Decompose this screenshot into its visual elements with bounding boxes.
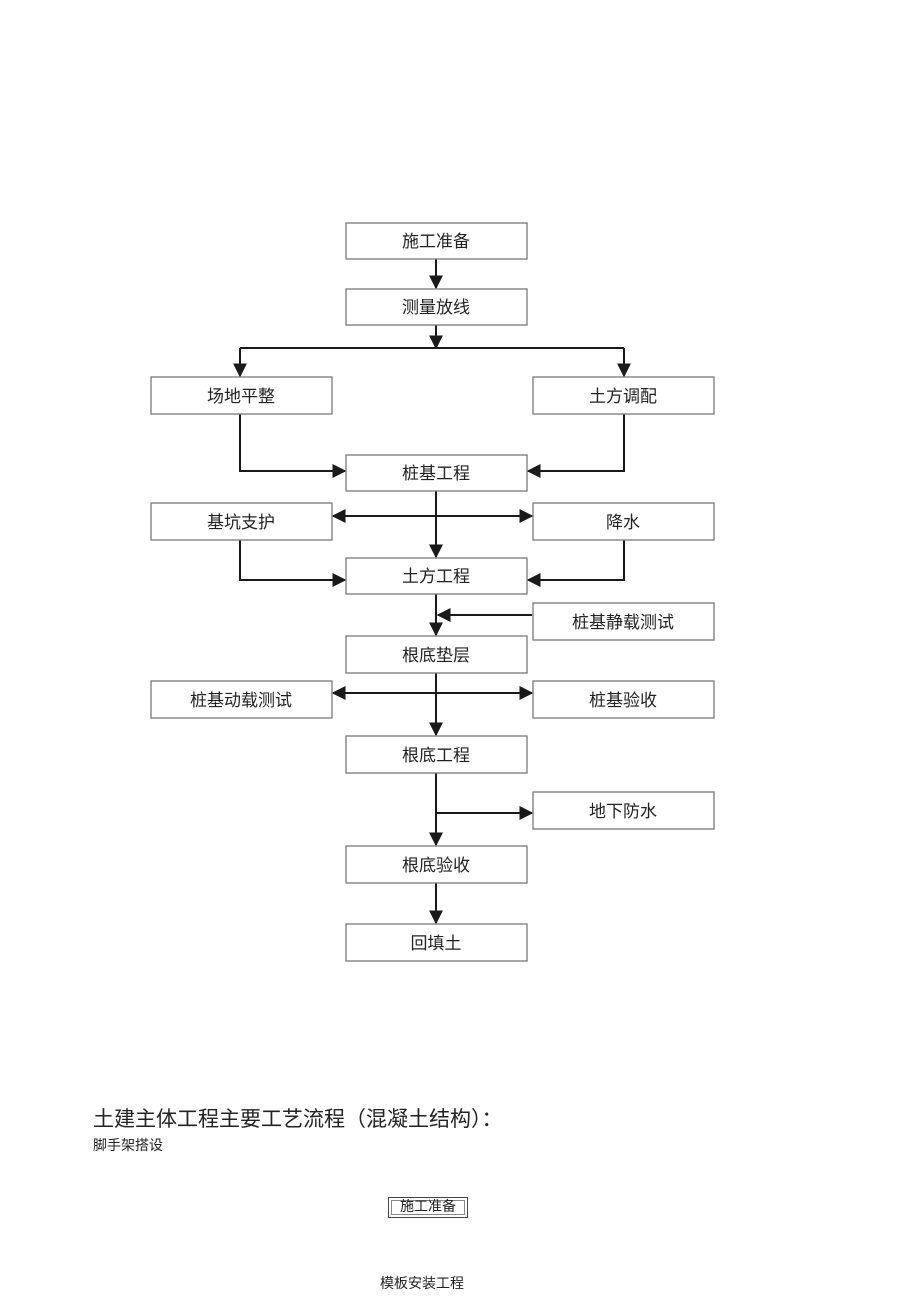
node-foundation-acceptance: 根底验收	[345, 845, 528, 884]
section-subheading: 脚手架搭设	[93, 1138, 163, 1154]
section-heading: 土建主体工程主要工艺流程（混凝土结构）：	[93, 1107, 503, 1131]
node-pile-works: 桩基工程	[345, 454, 528, 492]
node-backfill: 回填土	[345, 923, 528, 962]
node-foundation-works: 根底工程	[345, 735, 528, 774]
small-flow-node-inner-border	[391, 1200, 465, 1215]
node-site-leveling: 场地平整	[150, 376, 333, 415]
node-survey: 测量放线	[345, 288, 528, 326]
arrow-dewatering-to-earthworks	[526, 540, 625, 587]
node-foundation-acceptance-label: 根底验收	[402, 856, 470, 876]
node-prep: 施工准备	[345, 222, 528, 260]
small-flow-node-prep: 施工准备	[388, 1197, 468, 1218]
node-dewatering: 降水	[532, 502, 715, 541]
node-pile-static-test-label: 桩基静载测试	[572, 613, 674, 633]
node-underground-waterproof-label: 地下防水	[589, 802, 657, 822]
node-earth-allocation: 土方调配	[532, 376, 715, 415]
node-site-leveling-label: 场地平整	[207, 387, 275, 407]
connectors	[233, 259, 631, 925]
construction-flowchart: 施工准备 测量放线 场地平整 土方调配 桩基工程 基坑支护 降水 土方工程 桩基…	[150, 222, 715, 962]
node-dewatering-label: 降水	[606, 513, 640, 533]
node-earthworks: 土方工程	[345, 557, 528, 595]
bottom-step-label: 模板安装工程	[380, 1276, 464, 1292]
arrow-site-leveling-to-pile-works	[239, 414, 347, 478]
node-foundation-works-label: 根底工程	[402, 746, 470, 766]
arrow-earth-allocation-to-pile-works	[526, 414, 625, 478]
node-earthworks-label: 土方工程	[402, 567, 470, 587]
node-pile-dynamic-test-label: 桩基动载测试	[190, 691, 292, 711]
node-backfill-label: 回填土	[411, 934, 462, 954]
node-base-cushion-label: 根底垫层	[402, 646, 470, 666]
node-pile-static-test: 桩基静载测试	[532, 602, 715, 641]
node-underground-waterproof: 地下防水	[532, 791, 715, 830]
node-survey-label: 测量放线	[402, 298, 470, 318]
node-pile-dynamic-test: 桩基动载测试	[150, 680, 333, 719]
node-base-cushion: 根底垫层	[345, 635, 528, 674]
node-pit-support-label: 基坑支护	[207, 513, 275, 533]
node-earth-allocation-label: 土方调配	[589, 387, 657, 407]
node-pile-acceptance: 桩基验收	[532, 680, 715, 719]
arrow-pit-support-to-earthworks	[239, 540, 347, 587]
node-pile-acceptance-label: 桩基验收	[589, 691, 657, 711]
small-flow-node-label: 施工准备	[400, 1199, 456, 1215]
node-prep-label: 施工准备	[402, 232, 470, 252]
node-pile-works-label: 桩基工程	[402, 464, 470, 484]
node-pit-support: 基坑支护	[150, 502, 333, 541]
